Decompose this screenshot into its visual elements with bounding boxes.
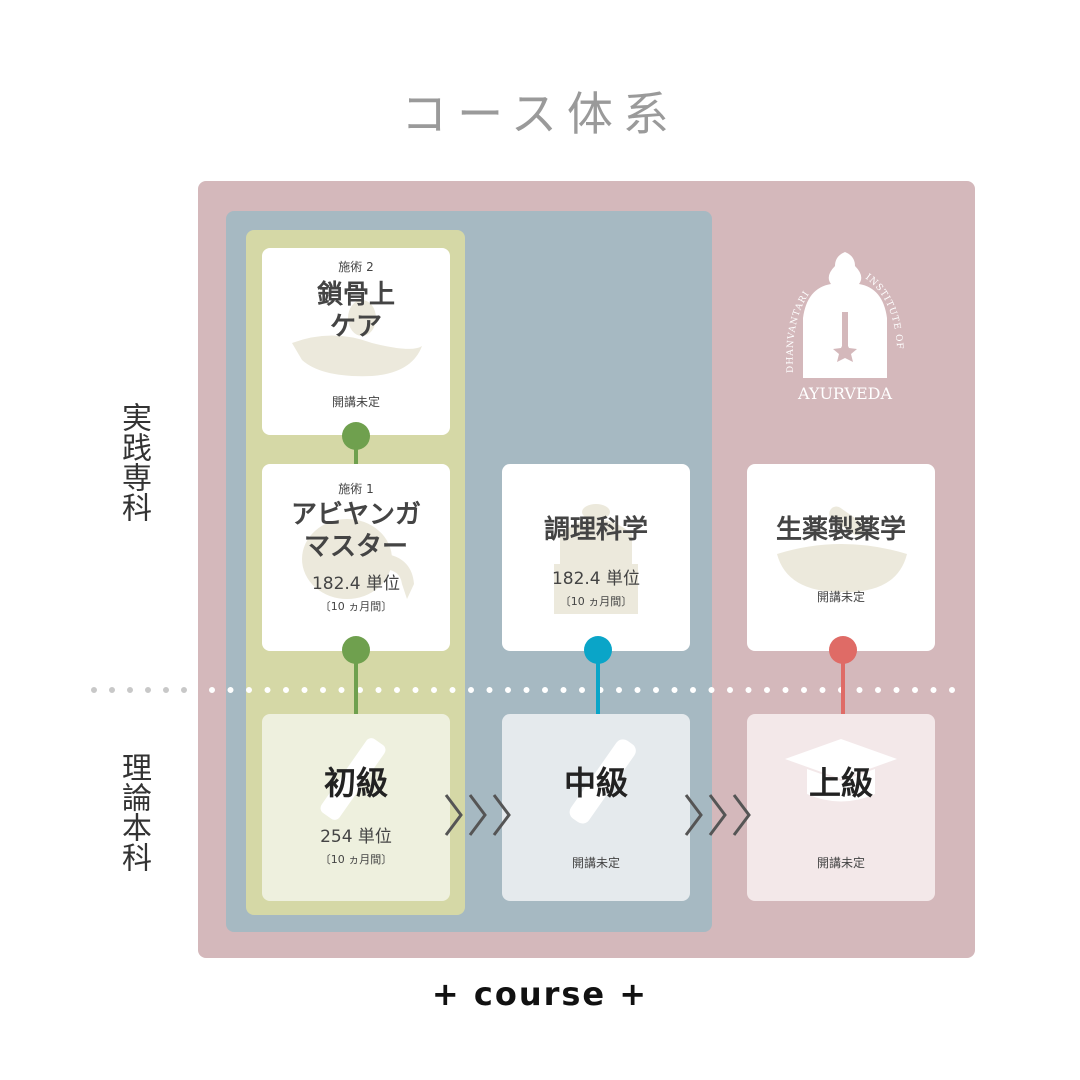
practice-label: 実践専科 — [113, 402, 153, 531]
card-units: 254 単位 — [320, 827, 392, 847]
connector-line — [354, 650, 358, 716]
hand-icon — [292, 300, 422, 377]
card-title: 調理科学 — [543, 515, 648, 545]
course-card-abhyanga-master[interactable]: 施術 1 アビヤンガ マスター 182.4 単位 〔10 ヵ月間〕 — [262, 464, 450, 651]
card-duration: 〔10 ヵ月間〕 — [319, 853, 393, 866]
card-title: 上級 — [808, 764, 873, 802]
card-units: 182.4 単位 — [551, 569, 641, 589]
theory-label-text: 理論本科 — [116, 752, 151, 872]
course-card-intermediate[interactable]: 中級 開講未定 — [502, 714, 690, 901]
connector-line — [596, 650, 600, 716]
card-title: マスター — [303, 532, 408, 562]
milestone-dot — [342, 422, 370, 450]
section-divider — [91, 687, 973, 693]
connector-line — [841, 650, 845, 716]
card-duration: 〔10 ヵ月間〕 — [559, 595, 633, 608]
card-status: 開講未定 — [571, 856, 620, 870]
card-title: ケア — [329, 312, 382, 342]
footer-course-label: + course + — [431, 975, 649, 1013]
milestone-dot — [342, 636, 370, 664]
milestone-dot — [829, 636, 857, 664]
card-title: 初級 — [323, 764, 388, 802]
card-duration: 〔10 ヵ月間〕 — [319, 600, 393, 613]
course-card-clavicle-care[interactable]: 施術 2 鎖骨上 ケア 開講未定 — [262, 248, 450, 435]
card-status: 開講未定 — [331, 395, 380, 409]
card-units: 182.4 単位 — [311, 574, 401, 594]
course-card-beginner[interactable]: 初級 254 単位 〔10 ヵ月間〕 — [262, 714, 450, 901]
progression-arrows-icon — [444, 794, 511, 836]
course-card-advanced[interactable]: 上級 開講未定 — [747, 714, 935, 901]
card-status: 開講未定 — [816, 856, 865, 870]
connector-line — [354, 436, 358, 466]
pot-icon — [554, 504, 638, 614]
course-card-cooking-science[interactable]: 調理科学 182.4 単位 〔10 ヵ月間〕 — [502, 464, 690, 651]
fountain-pen-icon — [569, 739, 636, 824]
graduation-cap-icon — [785, 739, 897, 802]
card-title: 生薬製薬学 — [775, 515, 906, 545]
course-card-pharmacognosy[interactable]: 生薬製薬学 開講未定 — [747, 464, 935, 651]
oil-pot-icon — [302, 519, 414, 599]
page-title: コース体系 — [401, 87, 679, 141]
practice-label-text: 実践専科 — [116, 402, 151, 522]
svg-text:AYURVEDA: AYURVEDA — [797, 384, 892, 403]
card-title: 鎖骨上 — [316, 280, 395, 310]
card-label: 施術 1 — [338, 482, 374, 496]
milestone-dot — [584, 636, 612, 664]
mortar-icon — [777, 506, 907, 593]
theory-label: 理論本科 — [113, 752, 153, 881]
card-title: 中級 — [563, 764, 628, 802]
card-status: 開講未定 — [816, 590, 865, 604]
card-label: 施術 2 — [338, 260, 374, 274]
card-title: アビヤンガ — [290, 500, 421, 530]
progression-arrows-icon — [684, 794, 751, 836]
pencil-icon — [320, 738, 386, 820]
ayurveda-logo: DHANVANTARI INSTITUTE OF AYURVEDA — [775, 248, 915, 408]
